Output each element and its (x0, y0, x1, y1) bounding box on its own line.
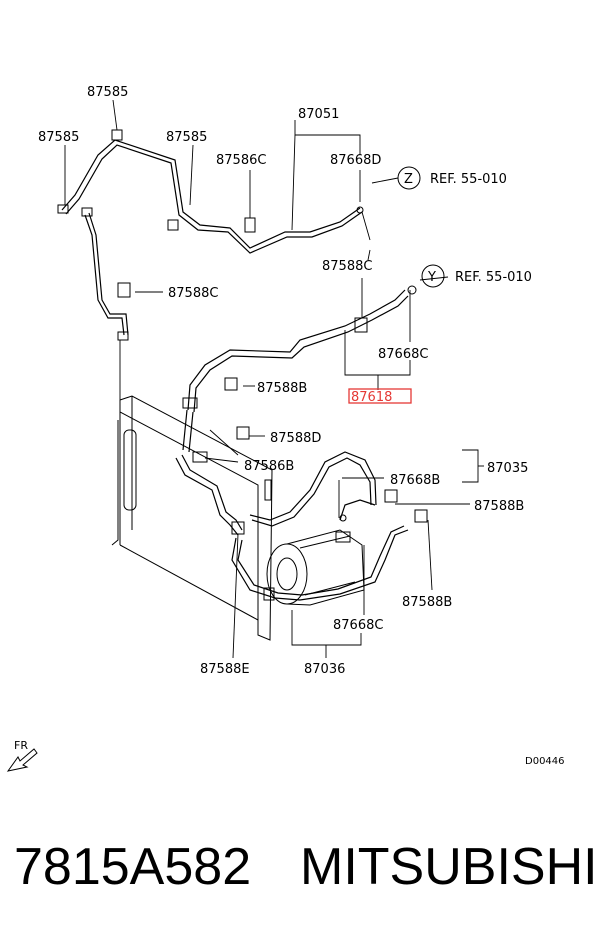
label-87586c: 87586C (216, 153, 266, 168)
ac-hose-parts-diagram: 87585 87585 87585 87051 87586C 87668D Z … (6, 85, 565, 772)
ref-y-letter: Y (427, 270, 436, 285)
label-87588b-left: 87588B (257, 381, 307, 396)
label-87585-mid: 87585 (166, 130, 207, 145)
label-87035: 87035 (487, 461, 528, 476)
hose-87036 (231, 525, 409, 601)
ref-z-letter: Z (404, 172, 413, 187)
compressor (263, 529, 365, 606)
ref-z-circle (397, 166, 421, 190)
label-87668c-bottom: 87668C (333, 618, 383, 633)
label-87586b: 87586B (244, 459, 294, 474)
label-87051: 87051 (298, 107, 339, 122)
label-87588c-left: 87588C (168, 286, 218, 301)
ref-y-circle (421, 264, 445, 288)
hose-87618 (182, 289, 409, 453)
diagram-drawing (6, 99, 484, 772)
label-87036: 87036 (304, 662, 345, 677)
label-87668c-right: 87668C (378, 347, 428, 362)
hose-87051 (61, 139, 363, 336)
label-87585-top: 87585 (87, 85, 128, 100)
label-87585-left: 87585 (38, 130, 79, 145)
label-87588d: 87588D (270, 431, 321, 446)
label-ref-y: REF. 55-010 (455, 270, 532, 285)
label-87588b-bottom: 87588B (402, 595, 452, 610)
part-number: 7815A582 (14, 838, 252, 896)
leader-lines (64, 99, 484, 659)
label-87668b: 87668B (390, 473, 440, 488)
label-87588b-right: 87588B (474, 499, 524, 514)
label-87618: 87618 (351, 390, 392, 405)
highlight-box-87618 (348, 388, 412, 404)
fr-arrow (6, 748, 38, 772)
label-ref-z: REF. 55-010 (430, 172, 507, 187)
label-fr: FR (14, 739, 28, 752)
brand-name: MITSUBISHI (300, 838, 598, 896)
label-87588c-mid: 87588C (322, 259, 372, 274)
label-87668d: 87668D (330, 153, 381, 168)
diagram-code: D00446 (525, 756, 565, 767)
condenser (111, 395, 273, 641)
label-87588e: 87588E (200, 662, 250, 677)
